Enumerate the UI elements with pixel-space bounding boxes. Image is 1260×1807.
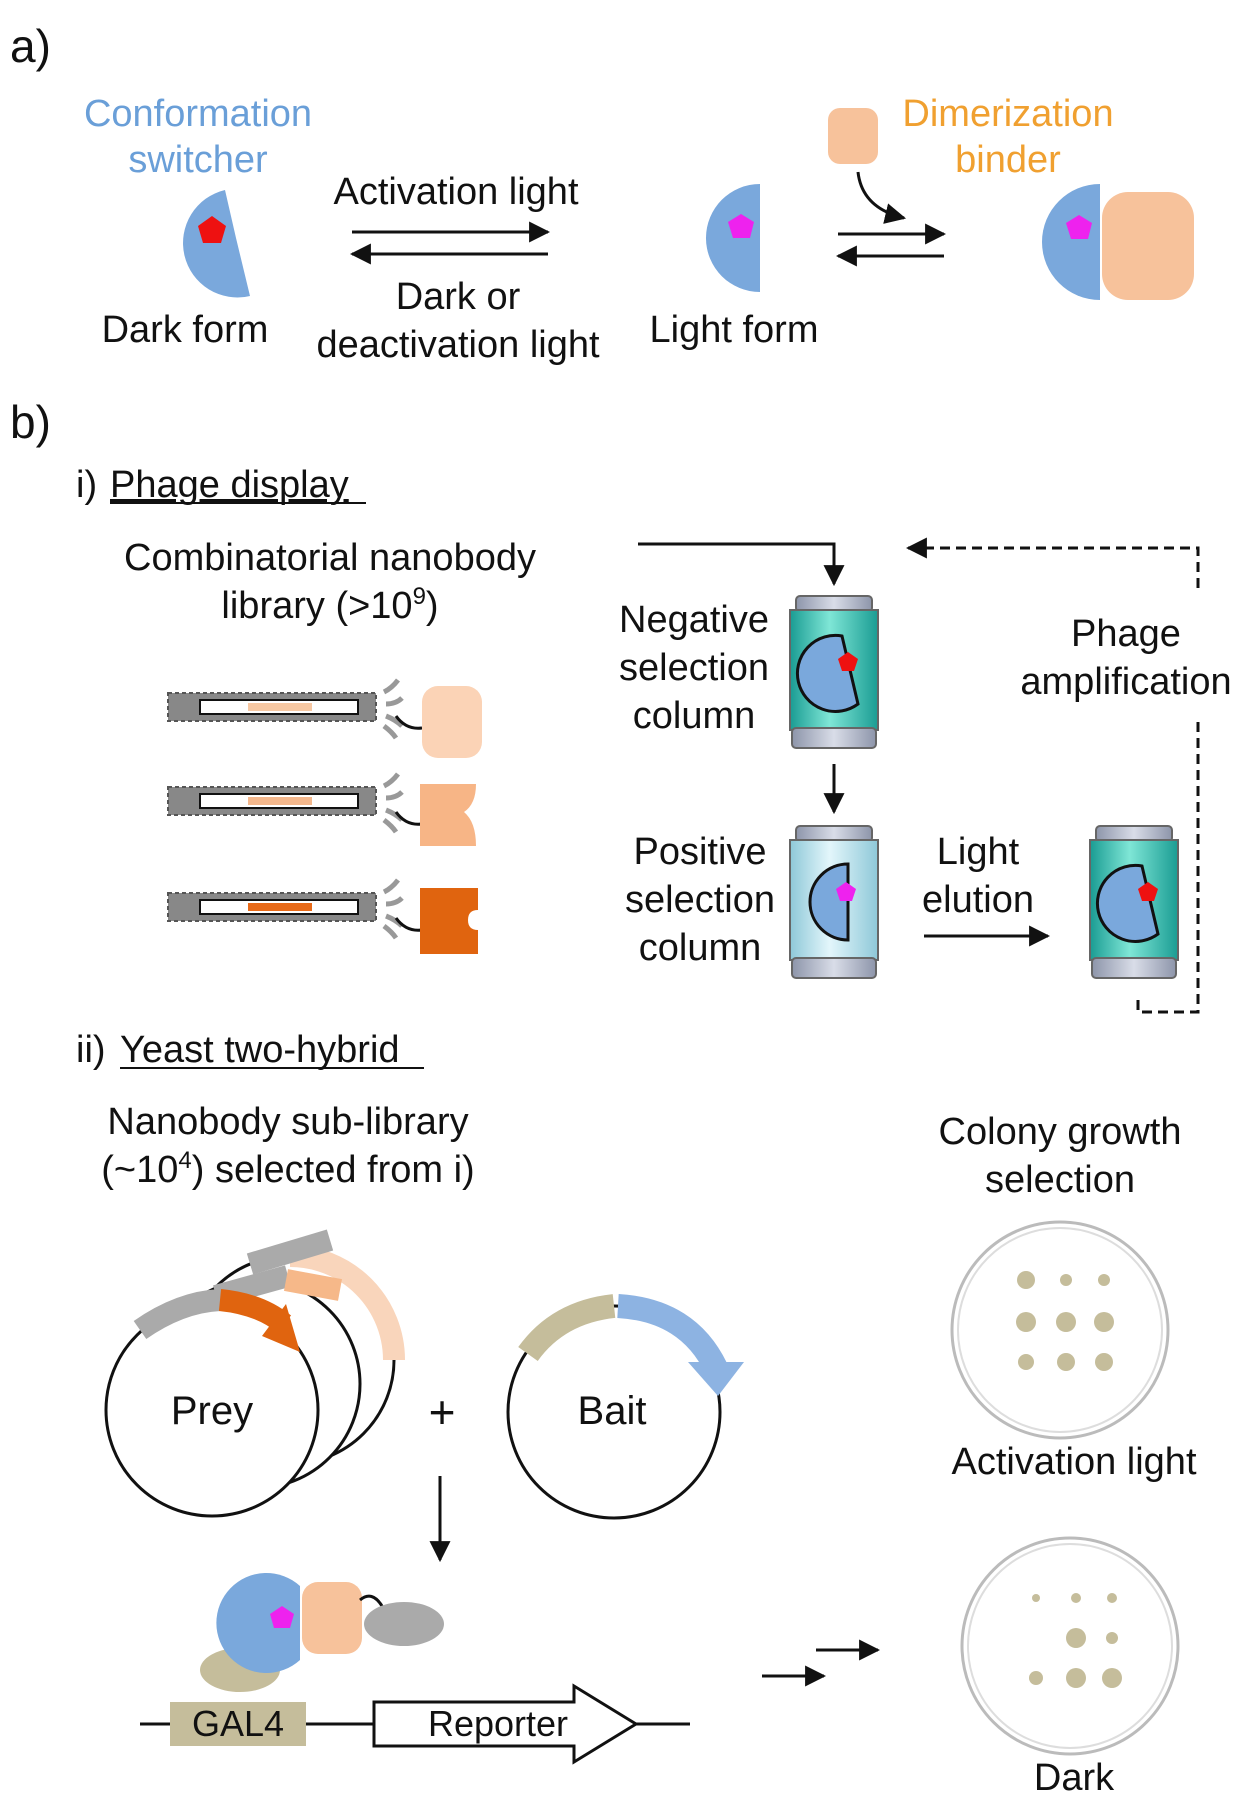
dark-form-label: Dark form [102, 309, 269, 351]
library-line2: library (>109) [221, 583, 438, 627]
negative-selection-column-icon [789, 595, 879, 749]
panel-b-label: b) [10, 396, 51, 448]
panel-a-label: a) [10, 20, 51, 72]
phage-1 [167, 678, 482, 758]
sublibrary-line2: (~104) selected from i) [101, 1147, 474, 1191]
nanobody-orange [420, 888, 478, 954]
plate-dark-label: Dark [1034, 1757, 1115, 1799]
amplification-line2: amplification [1020, 661, 1231, 703]
phage-3 [167, 878, 478, 954]
switcher-title-line1: Conformation [84, 93, 312, 135]
sublibrary-line1: Nanobody sub-library [107, 1101, 468, 1143]
pos-col-line3: column [639, 927, 762, 969]
switcher-title-line2: switcher [128, 139, 268, 181]
dark-ligand-icon [198, 216, 226, 243]
nanobody-light-peach [422, 686, 482, 758]
neg-col-line3: column [633, 695, 756, 737]
bait-label: Bait [578, 1389, 647, 1433]
section-i-title: Phage display [110, 464, 349, 506]
dark-form-switcher [183, 190, 250, 298]
neg-col-line2: selection [619, 647, 769, 689]
light-form-switcher [705, 183, 760, 292]
dark-or-line1: Dark or [396, 276, 521, 318]
binder-free [828, 108, 878, 164]
light-elution-line1: Light [937, 831, 1020, 873]
library-line1: Combinatorial nanobody [124, 537, 536, 579]
eluted-column-icon [1089, 825, 1179, 979]
bait-plasmid [506, 1294, 744, 1520]
gal4-label: GAL4 [192, 1703, 284, 1744]
activation-plate [950, 1220, 1170, 1440]
section-ii-number: ii) [76, 1029, 106, 1071]
section-ii-title: Yeast two-hybrid [120, 1029, 400, 1071]
amplification-line1: Phage [1071, 613, 1181, 655]
plate-activation-label: Activation light [951, 1441, 1196, 1483]
binding-arrow [856, 171, 907, 224]
binder-title-line1: Dimerization [902, 93, 1113, 135]
section-i-number: i) [76, 464, 97, 506]
positive-selection-column-icon [789, 825, 879, 979]
colony-line2: selection [985, 1159, 1135, 1201]
amplification-loop-lower [1136, 722, 1200, 1014]
binder-title-line2: binder [955, 139, 1061, 181]
complex-ligand-icon [1066, 215, 1092, 239]
pos-col-line2: selection [625, 879, 775, 921]
light-elution-line2: elution [922, 879, 1034, 921]
y2h-complex [200, 1573, 444, 1692]
phage-2 [167, 772, 476, 846]
prey-plasmids [104, 1229, 405, 1518]
switcher-binder-complex [1042, 184, 1194, 300]
light-form-label: Light form [650, 309, 819, 351]
activation-light-label: Activation light [333, 171, 578, 213]
colony-line1: Colony growth [939, 1111, 1182, 1153]
nanobody-peach [420, 784, 476, 846]
dark-plate [960, 1536, 1180, 1756]
light-ligand-icon [728, 214, 754, 238]
reporter-label: Reporter [428, 1703, 568, 1744]
dark-or-line2: deactivation light [316, 324, 600, 366]
reporter-arrow [372, 1683, 639, 1765]
gal4-box [170, 1702, 306, 1746]
plus-sign: + [429, 1386, 456, 1438]
pos-col-line1: Positive [633, 831, 766, 873]
prey-label: Prey [171, 1389, 253, 1433]
amplification-loop-upper [905, 537, 1200, 588]
neg-col-line1: Negative [619, 599, 769, 641]
input-flow-arrow [638, 542, 845, 587]
